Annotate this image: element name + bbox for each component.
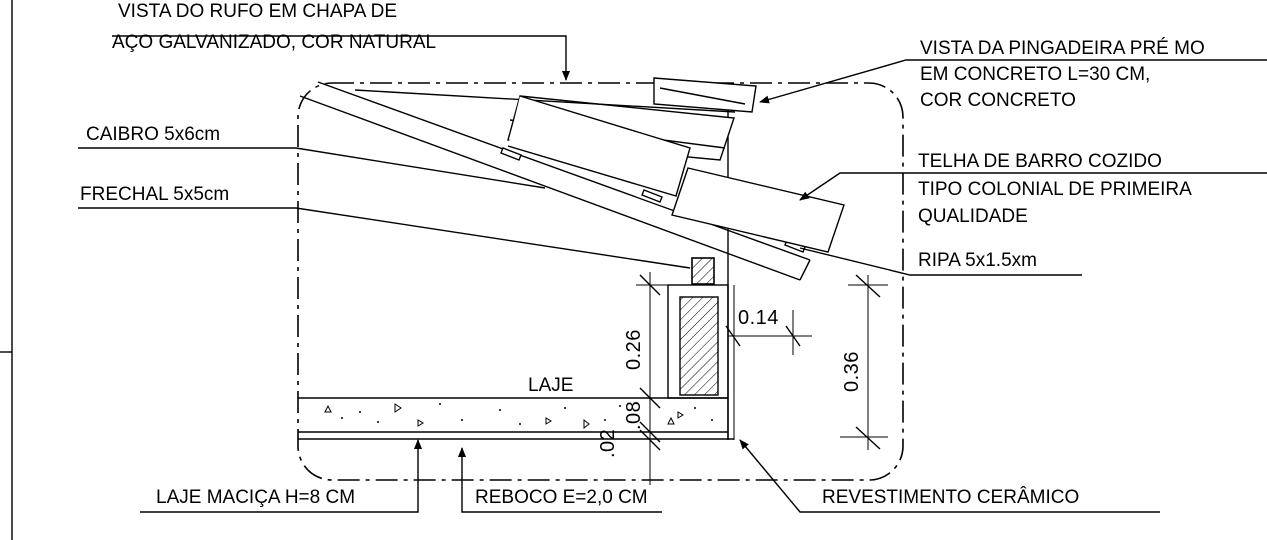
label-pingadeira-1: VISTA DA PINGADEIRA PRÉ MO (920, 38, 1205, 59)
dim-014: 0.14 (738, 307, 779, 329)
concrete-dots (341, 403, 713, 425)
dimension-lines (636, 272, 888, 485)
label-telha-1: TELHA DE BARRO COZIDO (918, 151, 1162, 172)
leader-lines (78, 35, 1267, 513)
label-revestimento: REVESTIMENTO CERÂMICO (822, 486, 1079, 508)
label-caibro: CAIBRO 5x6cm (86, 124, 220, 145)
wall-section (667, 110, 735, 440)
label-frechal: FRECHAL 5x5cm (80, 184, 229, 205)
label-telha-2: TIPO COLONIAL DE PRIMEIRA (918, 179, 1192, 200)
label-rufo-1: VISTA DO RUFO EM CHAPA DE (118, 1, 397, 22)
label-pingadeira-2: EM CONCRETO L=30 CM, (920, 64, 1150, 85)
label-rufo-2: AÇO GALVANIZADO, COR NATURAL (112, 32, 436, 53)
leader-caibro (78, 147, 546, 189)
label-laje: LAJE (528, 375, 573, 396)
label-laje-macica: LAJE MACIÇA H=8 CM (156, 487, 355, 508)
leader-laje-macica (140, 439, 422, 513)
dim-008: .08 (623, 401, 645, 430)
dim-002: .02 (597, 429, 619, 458)
concrete-aggregate (324, 403, 684, 430)
detail-boundary (297, 82, 904, 481)
wall-hatched-block (679, 296, 719, 396)
dim-026: 0.26 (623, 329, 645, 370)
leader-pingadeira (759, 59, 1267, 104)
leader-rufo (112, 35, 570, 81)
label-pingadeira-3: COR CONCRETO (920, 90, 1076, 111)
dim-036: 0.36 (841, 351, 863, 392)
leader-ripa (799, 247, 1082, 276)
leader-telha (799, 172, 1267, 201)
label-reboco: REBOCO E=2,0 CM (475, 487, 648, 508)
leader-revestimento (739, 439, 1160, 513)
slab (298, 397, 734, 440)
flashing-pingadeira (653, 77, 757, 113)
frechal-block (691, 257, 715, 285)
roof-tiles (354, 89, 845, 253)
leader-frechal (78, 207, 691, 269)
label-ripa: RIPA 5x1.5xm (918, 250, 1037, 271)
rafter-caibro (299, 81, 811, 281)
label-telha-3: QUALIDADE (918, 206, 1028, 227)
leader-reboco (458, 447, 662, 513)
